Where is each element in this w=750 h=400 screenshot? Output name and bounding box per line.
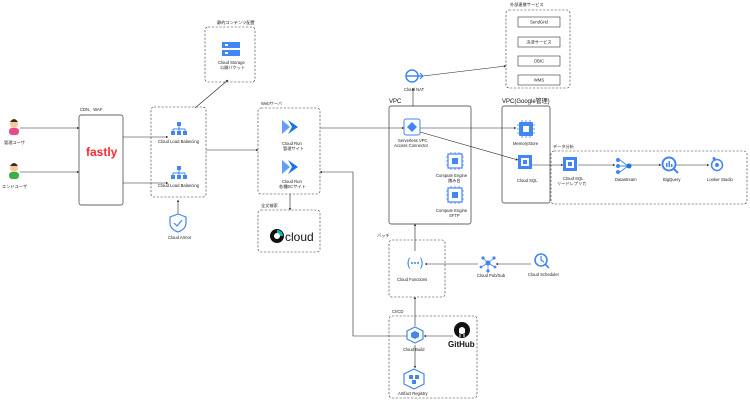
external-service-box xyxy=(517,55,561,67)
external-service-payment: 決済サービス xyxy=(526,39,551,46)
end-user-icon xyxy=(9,163,19,179)
memorystore-icon xyxy=(517,120,535,138)
vpc-connector-label-1: Serverless VPC xyxy=(398,138,428,143)
memorystore-label: MemoryStore xyxy=(513,141,539,146)
external-service-sendgrid: SendGrid xyxy=(530,20,548,25)
compute-engine-icon xyxy=(446,152,464,170)
cdn-waf-group-label: CDN、WAF xyxy=(80,107,103,112)
cloud-run-2-label-2: 各種ECサイト xyxy=(279,183,306,190)
cloud-armor-label: Cloud Armor xyxy=(168,235,192,240)
pubsub-label: Cloud Pub/Sub xyxy=(477,273,506,278)
looker-studio-icon xyxy=(710,157,724,172)
github-label: GitHub xyxy=(448,340,475,349)
cloud-storage-label-1: Cloud Storage xyxy=(218,60,245,65)
external-service-box xyxy=(517,74,561,86)
lb1-label: Cloud Load Balancing xyxy=(158,139,200,144)
web-server-group xyxy=(257,107,321,195)
external-service-box xyxy=(517,36,561,48)
static-content-group-label: 静的コンテンツ配置 xyxy=(217,19,255,26)
external-services-group xyxy=(505,9,571,89)
batch-group xyxy=(388,239,446,298)
vpc-group-label: VPC xyxy=(389,99,402,105)
github-icon xyxy=(454,322,470,338)
pubsub-icon xyxy=(479,256,497,273)
fastly-logo: fastly xyxy=(86,145,118,159)
load-balancing-icon xyxy=(171,166,187,179)
cloud-storage-label-2: 公開バケット xyxy=(220,64,245,71)
admin-user-icon xyxy=(9,119,19,135)
looker-studio-label: Looker Studio xyxy=(707,177,734,182)
cloud-run-1-label-2: 管理サイト xyxy=(283,145,304,152)
lb2-label: Cloud Load Balancing xyxy=(158,183,200,188)
compute-engine-2-label-1: Compute Engine xyxy=(436,208,468,213)
cloud-nat-icon xyxy=(405,69,424,83)
cloud-scheduler-icon xyxy=(534,253,550,269)
cloud-functions-icon: ( ) xyxy=(405,256,425,270)
web-server-group-label: Webサーバ xyxy=(261,101,282,107)
edge-lb-to-storage xyxy=(194,79,229,109)
load-balancing-group xyxy=(150,106,207,198)
cloud-sql-replica-icon xyxy=(563,157,577,171)
datastream-icon xyxy=(616,158,632,174)
static-content-group xyxy=(204,26,256,83)
bigquery-label: BigQuery xyxy=(663,177,681,182)
serverless-vpc-connector-icon xyxy=(403,118,421,136)
cloud-run-1-label-1: Cloud Run xyxy=(282,141,302,146)
bigquery-icon xyxy=(661,156,679,174)
cdn-waf-group xyxy=(78,114,124,206)
fulltext-search-group-label: 全文検索 xyxy=(261,202,278,209)
compute-engine-1-label-2: 踏み台 xyxy=(448,177,461,184)
vpc-connector-label-2: Access Connector xyxy=(394,143,429,148)
svg-text:(: ( xyxy=(405,256,412,270)
cloud-run-2-label-1: Cloud Run xyxy=(282,179,302,184)
compute-engine-icon xyxy=(446,186,464,204)
batch-group-label: バッチ xyxy=(377,233,390,238)
cloud-storage-icon xyxy=(222,42,240,56)
artifact-registry-icon xyxy=(403,368,425,390)
cloud-nat-label: Cloud NAT xyxy=(404,87,425,92)
cloud-sql-label: Cloud SQL xyxy=(517,178,538,183)
external-service-obic: OBIC xyxy=(534,59,544,64)
load-balancing-icon xyxy=(171,122,187,135)
admin-user-label: 管理ユーザ xyxy=(4,139,25,146)
vpc-google-group-label: VPC(Google管理) xyxy=(502,97,550,105)
end-user-label: エンドユーザ xyxy=(2,184,27,190)
vpc-google-group xyxy=(501,105,551,204)
elastic-cloud-icon xyxy=(270,229,284,243)
edge-nat-to-external xyxy=(422,65,507,77)
edge-build-to-web xyxy=(319,170,407,337)
cloud-scheduler-label: Cloud Scheduler xyxy=(528,272,560,277)
external-services-group-label: 外部連携サービス xyxy=(510,1,544,8)
external-service-box xyxy=(517,16,561,28)
edge-connector-to-cloudsql xyxy=(419,131,519,161)
artifact-registry-label: Artifact Registry xyxy=(398,391,428,396)
cloud-functions-label: Cloud Functions xyxy=(397,277,427,282)
cloud-run-icon xyxy=(282,120,298,134)
elastic-cloud-label: cloud xyxy=(285,230,314,244)
sql-replica-label-2: リードレプリカ xyxy=(557,181,586,187)
cloud-armor-icon xyxy=(169,213,187,233)
cicd-group-label: CI/CD xyxy=(392,309,403,314)
data-analytics-group xyxy=(550,150,748,205)
cloud-run-icon xyxy=(282,160,298,174)
cloud-sql-icon xyxy=(518,155,532,169)
cloud-build-label: Cloud Build xyxy=(403,347,425,352)
data-analytics-group-label: データ分析 xyxy=(553,143,574,150)
external-service-wms: WMS xyxy=(534,78,544,83)
compute-engine-2-label-2: SFTP xyxy=(449,213,460,218)
sql-replica-label-1: Cloud SQL xyxy=(563,176,584,181)
cloud-build-icon xyxy=(406,326,424,344)
vpc-group xyxy=(388,105,472,225)
datastream-label: Datastream xyxy=(615,177,637,182)
compute-engine-1-label-1: Compute Engine xyxy=(436,173,468,178)
svg-text:): ) xyxy=(418,256,425,270)
